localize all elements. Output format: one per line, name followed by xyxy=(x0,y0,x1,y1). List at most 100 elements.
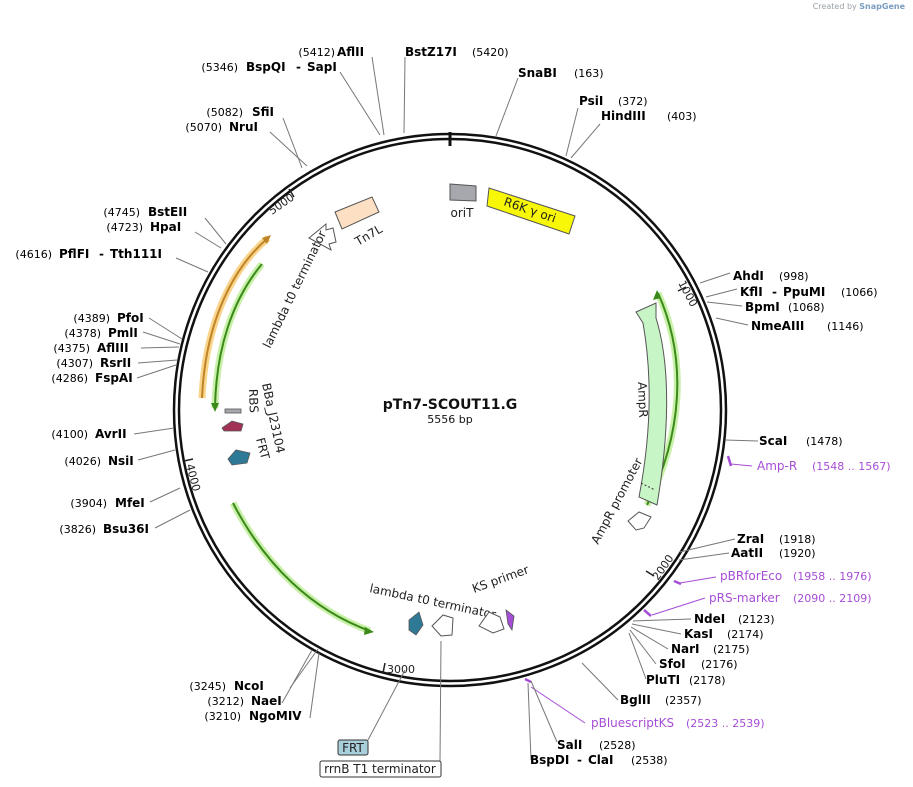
enzyme-bsu36i[interactable]: (3826) Bsu36I xyxy=(59,522,149,536)
frt-inner-label: FRT xyxy=(253,436,272,461)
tick-5000: 5000 xyxy=(266,188,297,217)
enzyme-sfoi[interactable]: SfoI (2176) xyxy=(659,657,738,671)
enzyme-scai[interactable]: ScaI (1478) xyxy=(759,434,843,448)
enzyme-name: NmeAIII xyxy=(751,319,804,333)
ampr-label: AmpR xyxy=(635,382,650,418)
enzyme-position: (372) xyxy=(618,95,648,108)
ks-primer-label: KS primer xyxy=(470,562,530,595)
frt-bottom-feature xyxy=(408,611,424,636)
primer-pbluescriptks[interactable]: pBluescriptKS (2523 .. 2539) xyxy=(591,716,765,730)
enzyme-pflfi-tth111i[interactable]: (4616) PflFI - Tth111I xyxy=(15,247,162,261)
enzyme-zrai[interactable]: ZraI (1918) xyxy=(737,532,816,546)
enzyme-ngomiv[interactable]: (3210) NgoMIV xyxy=(204,709,302,723)
primer-pbrforeco[interactable]: pBRforEco (1958 .. 1976) xyxy=(720,569,872,583)
primer-prs-marker[interactable]: pRS-marker (2090 .. 2109) xyxy=(709,591,872,605)
enzyme-name: BstZ17I xyxy=(405,45,457,59)
frt-box-label: FRT xyxy=(342,741,364,755)
enzyme-bspqi-sapi[interactable]: (5346) BspQI - SapI xyxy=(201,60,336,74)
enzyme-name: AflIII xyxy=(97,341,129,355)
enzyme-name: FspAI xyxy=(95,371,133,385)
enzyme-name: BstEII xyxy=(148,205,187,219)
enzyme-position: (1478) xyxy=(806,435,843,448)
enzyme-name: HindIII xyxy=(601,109,646,123)
enzyme-bspdi-clai[interactable]: BspDI - ClaI (2538) xyxy=(530,753,668,767)
enzyme-pfoi[interactable]: (4389) PfoI xyxy=(73,311,143,325)
enzyme-sali[interactable]: SalI (2528) xyxy=(557,738,636,752)
enzyme-name: MfeI xyxy=(115,496,145,510)
enzyme-position: (3212) xyxy=(207,695,244,708)
enzyme-bglii[interactable]: BglII (2357) xyxy=(620,693,702,707)
enzyme-aatii[interactable]: AatII (1920) xyxy=(731,546,816,560)
enzyme-position: (4375) xyxy=(53,342,90,355)
enzyme-position: (1920) xyxy=(779,547,816,560)
enzyme-afliii-4375[interactable]: (4375) AflIII xyxy=(53,341,128,355)
enzyme-name: NaeI xyxy=(251,694,282,708)
enzyme-snabi[interactable]: SnaBI (163) xyxy=(518,66,604,80)
enzyme-kfli-ppumi[interactable]: KflI - PpuMI (1066) xyxy=(740,285,878,299)
enzyme-rsrii[interactable]: (4307) RsrII xyxy=(56,356,131,370)
enzyme-name: KflI xyxy=(740,285,763,299)
enzyme-name: AatII xyxy=(731,546,763,560)
enzyme-pluti[interactable]: PluTI (2178) xyxy=(646,673,726,687)
enzyme-position: (4100) xyxy=(51,428,88,441)
enzyme-hpai[interactable]: (4723) HpaI xyxy=(106,220,181,234)
enzyme-position: (2174) xyxy=(727,628,764,641)
primer-amp-r[interactable]: Amp-R (1548 .. 1567) xyxy=(757,459,891,473)
enzyme-separator: - xyxy=(772,285,777,299)
primer-range: (2523 .. 2539) xyxy=(686,717,765,730)
credit-brand: SnapGene xyxy=(859,2,905,11)
enzyme-name: PmlI xyxy=(108,326,138,340)
enzyme-position: (5420) xyxy=(472,46,509,59)
enzyme-drui[interactable]: (5070) NruI xyxy=(185,120,258,134)
enzyme-position: (4723) xyxy=(106,221,143,234)
primer-name: pBluescriptKS xyxy=(591,716,674,730)
tn7l-feature: Tn7L xyxy=(334,196,385,249)
enzyme-name: BpmI xyxy=(745,300,780,314)
credit-prefix: Created by xyxy=(812,2,857,11)
enzyme-separator: - xyxy=(99,247,104,261)
r6k-ori-feature: R6K γ ori xyxy=(486,187,576,235)
enzyme-name: BspQI xyxy=(246,60,286,74)
enzyme-psii[interactable]: PsiI (372) xyxy=(579,94,648,108)
enzyme-bpmi[interactable]: BpmI (1068) xyxy=(745,300,825,314)
enzyme-nari[interactable]: NarI (2175) xyxy=(671,642,750,656)
enzyme-fspai[interactable]: (4286) FspAI xyxy=(51,371,132,385)
enzyme-sfii[interactable]: (5082) SfiI xyxy=(206,105,274,119)
enzyme-afliii-5412[interactable]: (5412) AflII xyxy=(298,45,364,59)
rrnb-label-box xyxy=(319,760,442,778)
enzyme-pmli[interactable]: (4378) PmlI xyxy=(64,326,137,340)
enzyme-mfei[interactable]: (3904) MfeI xyxy=(70,496,144,510)
enzyme-ahdi[interactable]: AhdI (998) xyxy=(733,269,809,283)
enzyme-kasi[interactable]: KasI (2174) xyxy=(684,627,764,641)
enzyme-nmeaiii[interactable]: NmeAIII (1146) xyxy=(751,319,864,333)
enzyme-position: (4026) xyxy=(64,455,101,468)
enzyme-position: (4378) xyxy=(64,327,101,340)
enzyme-ncoi[interactable]: (3245) NcoI xyxy=(189,679,263,693)
rbs-feature: RBS xyxy=(221,389,261,432)
enzyme-bsteii[interactable]: (4745) BstEII xyxy=(103,205,187,219)
primer-pbrforeco-mark xyxy=(673,576,717,586)
enzyme-hindiii[interactable]: HindIII (403) xyxy=(601,109,697,123)
enzyme-name: AvrII xyxy=(95,427,127,441)
primer-prs-marker-mark xyxy=(643,597,706,617)
primer-name: Amp-R xyxy=(757,459,797,473)
enzyme-position: (403) xyxy=(667,110,697,123)
frt-inner-feature: FRT xyxy=(227,436,272,466)
rbs-label: RBS xyxy=(246,389,261,413)
orit-label: oriT xyxy=(451,206,475,220)
enzyme-name: KasI xyxy=(684,627,713,641)
snapgene-credit: Created by SnapGene xyxy=(813,2,905,11)
enzyme-position: (4389) xyxy=(73,312,110,325)
enzyme-position: (4616) xyxy=(15,248,52,261)
tn7l-label: Tn7L xyxy=(352,222,385,249)
enzyme-position: (2538) xyxy=(631,754,668,767)
primer-pbluescriptks-mark xyxy=(524,677,586,724)
enzyme-ndei[interactable]: NdeI (2123) xyxy=(694,612,775,626)
enzyme-bstz17i[interactable]: BstZ17I (5420) xyxy=(405,45,509,59)
enzyme-avrii[interactable]: (4100) AvrII xyxy=(51,427,126,441)
enzyme-naei[interactable]: (3212) NaeI xyxy=(207,694,281,708)
enzyme-nsii[interactable]: (4026) NsiI xyxy=(64,454,133,468)
enzyme-position: (3904) xyxy=(70,497,107,510)
enzyme-name: AhdI xyxy=(733,269,764,283)
lambda-t0-top-arrow: lambda t0 terminator xyxy=(260,222,337,350)
